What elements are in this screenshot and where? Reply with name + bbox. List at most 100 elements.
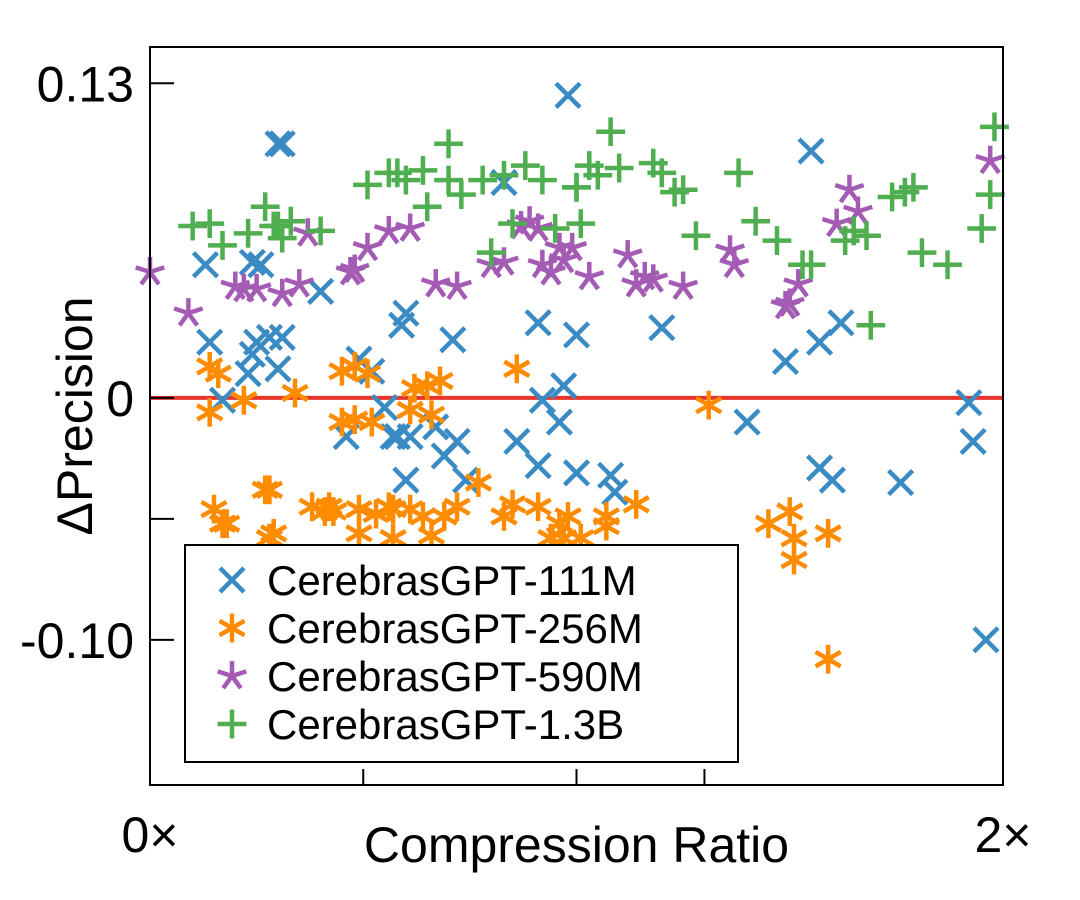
data-point <box>554 502 582 531</box>
data-point <box>852 221 881 251</box>
data-point <box>818 466 846 494</box>
data-point <box>877 182 907 212</box>
data-point <box>255 323 284 351</box>
data-point <box>814 644 842 674</box>
data-point <box>771 347 800 376</box>
data-point <box>319 497 348 526</box>
data-point <box>255 475 284 505</box>
data-point <box>648 314 676 342</box>
data-point <box>443 492 471 522</box>
data-point <box>647 158 677 188</box>
legend: CerebrasGPT-111MCerebrasGPT-256MCerebras… <box>184 544 739 763</box>
data-point <box>307 277 335 305</box>
data-point <box>268 323 296 351</box>
data-point <box>264 355 292 383</box>
data-point <box>233 218 263 248</box>
data-point <box>247 251 275 279</box>
data-point <box>267 278 298 308</box>
data-point <box>550 372 578 400</box>
legend-label: CerebrasGPT-111M <box>267 557 637 604</box>
legend-box <box>184 544 739 763</box>
data-point <box>695 390 723 420</box>
data-point <box>545 408 574 436</box>
data-point <box>780 545 808 575</box>
legend-label: CerebrasGPT-1.3B <box>267 701 624 748</box>
data-point <box>260 518 288 548</box>
data-point <box>814 518 842 548</box>
data-point <box>762 226 792 255</box>
data-point <box>503 427 531 455</box>
data-point <box>281 378 309 408</box>
y-tick-label: 0 <box>106 371 134 427</box>
legend-marker <box>218 566 246 594</box>
data-point <box>523 213 554 242</box>
data-point <box>562 172 591 202</box>
data-point <box>959 427 987 455</box>
data-point <box>352 232 383 262</box>
data-point <box>476 238 506 268</box>
data-point <box>392 299 420 327</box>
data-point <box>601 478 629 506</box>
data-point <box>412 192 442 222</box>
data-point <box>839 216 869 246</box>
data-point <box>446 180 476 209</box>
legend-label: CerebrasGPT-590M <box>267 653 643 700</box>
data-point <box>238 248 266 276</box>
y-axis-label: ΔPrecision <box>47 296 103 535</box>
data-point <box>443 427 471 455</box>
data-point <box>395 213 426 242</box>
data-point <box>339 254 370 284</box>
data-point <box>468 165 498 195</box>
data-point <box>345 494 373 524</box>
data-point <box>754 509 783 539</box>
data-point <box>612 240 643 269</box>
data-point <box>391 165 421 195</box>
data-point <box>975 145 1006 175</box>
data-point <box>373 215 404 245</box>
data-point <box>524 309 552 337</box>
data-point <box>370 393 399 422</box>
series-cerebrasgpt-1-3b <box>178 112 1009 340</box>
data-point <box>668 271 699 301</box>
data-point <box>566 209 596 239</box>
data-point <box>715 235 746 264</box>
data-point <box>527 165 557 195</box>
data-point <box>284 269 315 298</box>
data-point <box>383 422 411 451</box>
legend-marker <box>217 661 247 690</box>
data-point <box>353 359 382 389</box>
data-point <box>796 250 826 280</box>
y-tick-label: 0.13 <box>37 56 134 112</box>
data-point <box>638 264 669 293</box>
data-point <box>554 81 582 109</box>
data-point <box>434 165 463 195</box>
data-point <box>306 216 335 246</box>
legend-label: CerebrasGPT-256M <box>267 605 643 652</box>
legend-marker <box>218 613 246 643</box>
data-point <box>426 366 454 396</box>
data-point <box>417 400 446 430</box>
data-point <box>955 389 983 417</box>
data-point <box>562 321 591 349</box>
data-point <box>980 112 1009 142</box>
data-point <box>204 359 232 389</box>
data-point <box>540 214 570 243</box>
data-point <box>604 153 634 183</box>
x-tick-label: 2× <box>974 807 1031 863</box>
data-point <box>622 489 650 519</box>
data-point <box>557 232 588 262</box>
data-point <box>827 309 855 337</box>
data-point <box>420 269 451 298</box>
data-point <box>173 298 204 327</box>
data-point <box>498 209 527 239</box>
data-point <box>592 511 621 541</box>
data-point <box>434 129 463 159</box>
data-point <box>276 206 306 236</box>
data-point <box>409 502 437 531</box>
data-point <box>452 466 480 494</box>
ticks-layer: 0.130-0.100×2× <box>20 56 1031 863</box>
data-point <box>583 160 613 190</box>
data-point <box>268 130 296 158</box>
data-point <box>741 206 771 236</box>
